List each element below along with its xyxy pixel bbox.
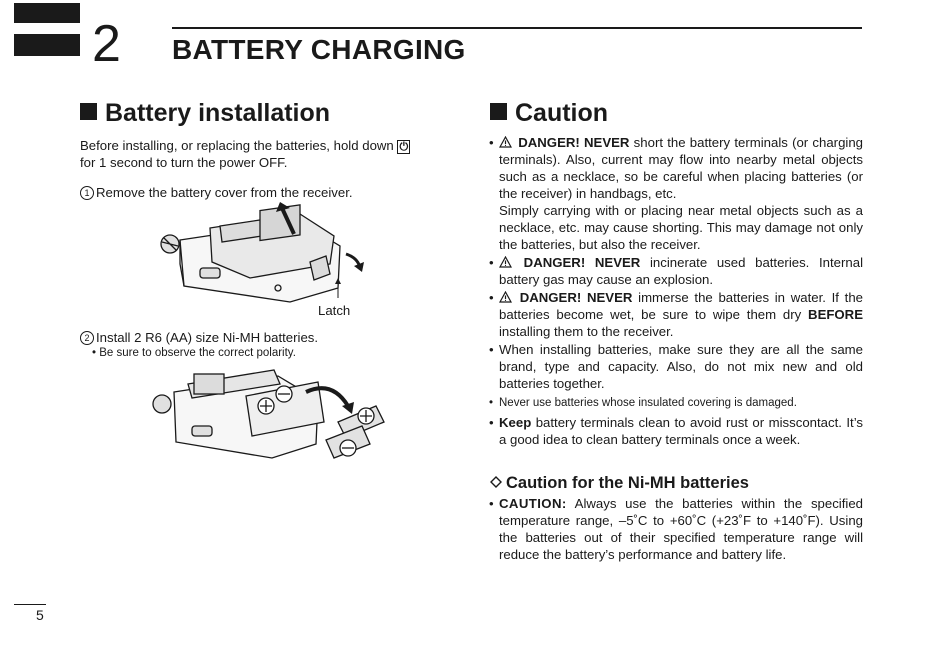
bullet-dot: •: [92, 347, 100, 359]
square-bullet-icon: [80, 103, 97, 120]
caution-heading: Caution: [490, 98, 608, 128]
caution-item-1-extra: Simply carrying with or placing near met…: [489, 202, 863, 253]
title-rule: [172, 27, 862, 29]
intro-before: Before installing, or replacing the batt…: [80, 138, 394, 153]
caution-item-2-prefix: DANGER! NEVER: [523, 255, 641, 270]
bullet-dot: •: [489, 342, 494, 357]
battery-install-illustration: [152, 369, 385, 459]
nimh-caution-label: CAUTION:: [499, 496, 567, 511]
nimh-heading-text: Caution for the Ni-MH batteries: [506, 474, 749, 492]
step-2-note: • Be sure to observe the correct polarit…: [80, 346, 472, 361]
nimh-caution-text: Always use the batteries within the spec…: [499, 496, 863, 562]
caution-item-6: • Keep battery terminals clean to avoid r…: [489, 414, 863, 448]
caution-item-4-text: When installing batteries, make sure the…: [499, 342, 863, 391]
step-2-number: 2: [80, 331, 94, 345]
chapter-tab-block-top: [14, 3, 80, 23]
bullet-dot: •: [489, 496, 494, 511]
warning-triangle-icon: [499, 291, 512, 303]
square-bullet-icon: [490, 103, 507, 120]
caution-item-5: • Never use batteries whose insulated cov…: [489, 396, 863, 411]
caution-item-1-prefix: DANGER! NEVER: [518, 135, 630, 150]
caution-item-3-bold-tail: BEFORE: [808, 307, 863, 322]
intro-after: for 1 second to turn the power OFF.: [80, 155, 288, 170]
warning-triangle-icon: [499, 256, 512, 268]
caution-item-1: • DANGER! NEVER short the battery termin…: [489, 134, 863, 202]
caution-item-6-text: battery terminals clean to avoid rust or…: [499, 415, 863, 447]
caution-item-6-prefix: Keep: [499, 415, 532, 430]
nimh-caution-item: • CAUTION: Always use the batteries withi…: [489, 495, 863, 563]
warning-triangle-icon: [499, 136, 512, 148]
page-number-rule: [14, 604, 46, 605]
caution-item-1-extra-text: Simply carrying with or placing near met…: [499, 203, 863, 252]
installation-heading: Battery installation: [80, 98, 330, 128]
page-number: 5: [36, 607, 44, 623]
chapter-tab-block-bottom: [14, 34, 80, 56]
caution-item-2: • DANGER! NEVER incinerate used batterie…: [489, 254, 863, 288]
power-icon: ⏻: [397, 140, 411, 154]
step-2-text: Install 2 R6 (AA) size Ni-MH batteries.: [96, 330, 319, 345]
step-2-note-text: Be sure to observe the correct polarity.: [99, 347, 296, 359]
bullet-dot: •: [489, 290, 494, 305]
bullet-dot: •: [489, 255, 494, 270]
caution-heading-text: Caution: [515, 99, 609, 127]
receiver-cover-illustration: [160, 202, 364, 303]
bullet-dot: •: [489, 135, 494, 150]
caution-item-4: • When installing batteries, make sure th…: [489, 341, 863, 392]
caution-item-3-tail: installing them to the receiver.: [499, 324, 674, 339]
caution-list: • DANGER! NEVER short the battery termin…: [489, 134, 863, 448]
installation-heading-text: Battery installation: [105, 99, 331, 127]
step-1-number: 1: [80, 186, 94, 200]
caution-item-2-text: incinerate used batteries. Internal batt…: [499, 255, 864, 287]
caution-item-1-text: short the battery terminals (or charging…: [499, 135, 864, 201]
nimh-caution: • CAUTION: Always use the batteries withi…: [489, 495, 863, 563]
caution-item-3-prefix: DANGER! NEVER: [519, 290, 633, 305]
latch-label: Latch: [318, 303, 351, 318]
bullet-dot: •: [489, 397, 494, 409]
caution-item-3-text: immerse the batteries in water. If the b…: [499, 290, 863, 322]
caution-item-3: • DANGER! NEVER immerse the batteries in…: [489, 289, 863, 340]
installation-intro: Before installing, or replacing the batt…: [80, 137, 460, 171]
chapter-number: 2: [92, 15, 121, 73]
diamond-icon: [490, 476, 502, 488]
caution-item-5-text: Never use batteries whose insulated cove…: [499, 397, 797, 409]
chapter-title: BATTERY CHARGING: [172, 34, 466, 65]
bullet-dot: •: [489, 415, 494, 430]
step-1-text: Remove the battery cover from the receiv…: [96, 185, 353, 200]
nimh-heading: Caution for the Ni-MH batteries: [490, 474, 749, 493]
